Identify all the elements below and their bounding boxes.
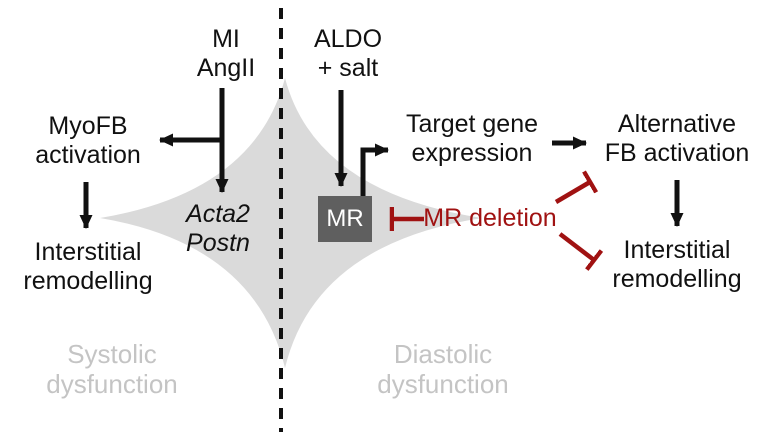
label-salt: + salt: [317, 53, 379, 82]
inhibition-mrdeletion-to-remodelling: [558, 232, 594, 260]
label-myofb-activation: MyoFB activation: [35, 112, 141, 169]
label-postn: Postn: [186, 228, 250, 257]
label-systolic-dysfunction-line2: dysfunction: [46, 368, 178, 399]
label-mr: MR: [326, 205, 364, 232]
fibroblast-cell-shape: [100, 78, 482, 368]
label-genes-acta2-postn: Acta2 Postn: [186, 200, 250, 257]
label-interstitial-remodelling-left: Interstitial remodelling: [23, 238, 152, 295]
label-mi: MI: [212, 25, 240, 53]
label-mi-angii: MI AngII: [197, 25, 255, 82]
label-remodelling-right: remodelling: [612, 264, 742, 293]
label-interstitial-left: Interstitial: [34, 238, 142, 266]
label-myofb: MyoFB: [48, 112, 128, 140]
label-systolic-dysfunction: Systolic dysfunction: [46, 339, 178, 399]
label-acta2: Acta2: [186, 200, 250, 228]
label-target-gene-expression: Target gene expression: [406, 110, 538, 167]
label-angii: AngII: [196, 53, 256, 82]
label-fb-activation: FB activation: [604, 138, 750, 167]
arrow-mr-to-target-gene: [360, 143, 389, 196]
label-alternative: Alternative: [617, 110, 737, 138]
label-target-gene: Target gene: [405, 110, 539, 138]
label-remodelling-left: remodelling: [23, 266, 153, 295]
label-diastolic-dysfunction: Diastolic dysfunction: [377, 339, 509, 399]
mr-receptor-box: MR: [318, 196, 372, 242]
label-aldo: ALDO: [313, 25, 383, 53]
label-diastolic-dysfunction-line2: dysfunction: [377, 368, 509, 399]
label-mr-deletion-text: MR deletion: [423, 204, 557, 232]
label-myofb-activation-line2: activation: [35, 140, 141, 169]
label-alternative-fb-activation: Alternative FB activation: [605, 110, 750, 167]
label-aldo-salt: ALDO + salt: [314, 25, 382, 82]
label-diastolic: Diastolic: [393, 339, 493, 369]
label-interstitial-remodelling-right: Interstitial remodelling: [612, 236, 741, 293]
label-expression: expression: [411, 138, 533, 167]
inhibition-mrdeletion-to-altfb: [554, 182, 590, 204]
label-mr-deletion: MR deletion: [423, 204, 556, 233]
label-interstitial-right: Interstitial: [623, 236, 731, 264]
label-systolic: Systolic: [67, 339, 157, 369]
